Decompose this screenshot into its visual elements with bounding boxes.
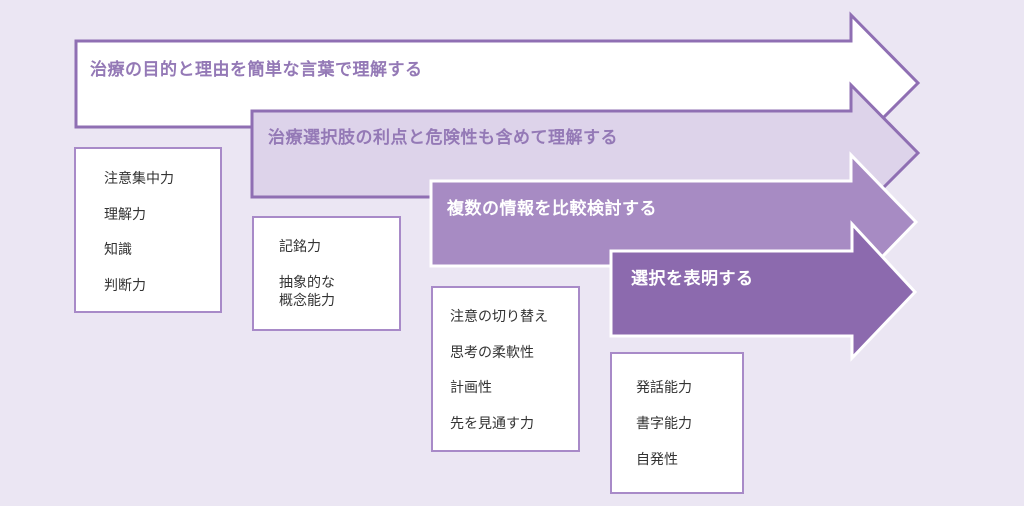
step-2-label: 治療選択肢の利点と危険性も含めて理解する: [268, 128, 618, 148]
ability-item: 概念能力: [279, 293, 335, 309]
ability-item: 書字能力: [636, 416, 692, 432]
abilities-box-3: 注意の切り替え 思考の柔軟性 計画性 先を見通す力: [431, 286, 580, 452]
ability-item: 思考の柔軟性: [450, 345, 534, 361]
ability-item: 判断力: [104, 278, 146, 294]
abilities-box-4: 発話能力 書字能力 自発性: [610, 352, 744, 494]
ability-item: 記銘力: [279, 239, 321, 255]
ability-item: 注意の切り替え: [450, 309, 548, 325]
ability-item: 注意集中力: [104, 171, 174, 187]
ability-item: 抽象的な: [279, 275, 335, 291]
ability-item: 発話能力: [636, 380, 692, 396]
ability-item: 知識: [104, 242, 132, 258]
ability-item: 自発性: [636, 452, 678, 468]
abilities-box-1: 注意集中力 理解力 知識 判断力: [74, 147, 222, 313]
step-1-label: 治療の目的と理由を簡単な言葉で理解する: [90, 60, 423, 80]
arrow-step-4: [609, 220, 918, 362]
ability-item: 理解力: [104, 207, 146, 223]
abilities-box-2: 記銘力 抽象的な 概念能力: [252, 216, 401, 331]
step-3-label: 複数の情報を比較検討する: [447, 199, 657, 219]
ability-item: 先を見通す力: [450, 416, 534, 432]
step-4-label: 選択を表明する: [631, 269, 754, 289]
ability-item: 計画性: [450, 380, 492, 396]
